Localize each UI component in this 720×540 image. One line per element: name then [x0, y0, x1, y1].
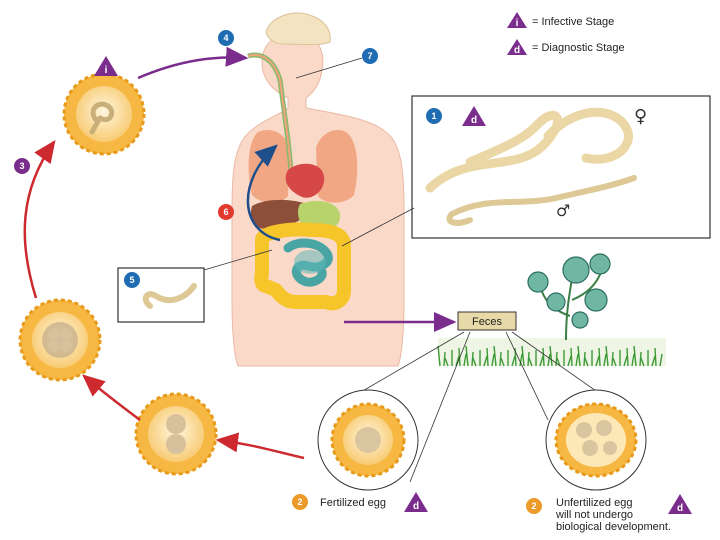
step-badge-4: 4	[218, 30, 234, 46]
svg-text:d: d	[677, 503, 683, 514]
trachea	[247, 54, 293, 181]
svg-text:1: 1	[431, 111, 436, 121]
fertilized-egg-label: Fertilized egg	[320, 497, 386, 509]
arrow-two-cell-to-morula	[82, 374, 141, 421]
step-badge-2-fertilized: 2	[292, 494, 308, 510]
egg-morula	[18, 298, 102, 382]
fertilized-egg-magnified	[317, 389, 419, 491]
svg-text:d: d	[413, 501, 419, 512]
egg-two-cell	[134, 392, 218, 476]
feces-label: Feces	[472, 316, 502, 328]
arrow-ingestion	[137, 46, 249, 80]
step-badge-2-unfertilized: 2	[526, 498, 542, 514]
step-badge-7: 7	[362, 48, 378, 64]
legend-diagnostic-label: = Diagnostic Stage	[532, 42, 625, 54]
unfertilized-label-line1: Unfertilized egg	[556, 497, 632, 509]
connector-larva	[203, 249, 273, 271]
step-1-diagnostic-icon: d	[462, 106, 486, 126]
arrow-fertilized-to-two-cell	[215, 432, 305, 460]
heart	[285, 163, 325, 198]
liver	[250, 199, 312, 229]
step-badge-3: 3	[14, 158, 30, 174]
connector-worms	[341, 207, 415, 247]
brain	[265, 12, 331, 45]
svg-text:5: 5	[129, 275, 134, 285]
egg-embryonated-larva	[62, 72, 146, 156]
male-worm	[449, 175, 637, 217]
svg-text:i: i	[105, 65, 108, 76]
female-symbol: ♀	[634, 106, 647, 127]
svg-text:i: i	[516, 18, 519, 29]
right-lung	[316, 129, 358, 203]
left-lung	[248, 129, 290, 203]
fertilized-diagnostic-icon: d	[404, 492, 428, 512]
svg-text:7: 7	[367, 51, 372, 61]
unfertilized-egg-magnified	[545, 389, 647, 491]
unfertilized-diagnostic-icon: d	[668, 494, 692, 514]
step-badge-5: 5	[124, 272, 140, 288]
unfertilized-label-line3: biological development.	[556, 521, 671, 533]
leader-line-7	[295, 57, 363, 79]
svg-text:3: 3	[19, 161, 24, 171]
svg-text:d: d	[514, 45, 520, 56]
legend: i = Infective Stage d = Diagnostic Stage	[507, 12, 625, 56]
adult-worms-panel: ♀ ♂	[411, 95, 711, 239]
unfertilized-label-line2: will not undergo	[555, 509, 633, 521]
feces-box: Feces	[457, 311, 517, 331]
svg-text:d: d	[471, 115, 477, 126]
plant	[527, 253, 611, 341]
male-symbol: ♂	[556, 201, 570, 220]
svg-text:2: 2	[531, 501, 536, 511]
svg-text:6: 6	[223, 207, 228, 217]
svg-text:4: 4	[223, 33, 228, 43]
step-3-infective-icon: i	[94, 56, 118, 76]
step-badge-6: 6	[218, 204, 234, 220]
migration-arrow	[246, 144, 281, 242]
arrow-morula-to-larva	[23, 139, 56, 299]
grass-ground	[437, 338, 666, 367]
step-badge-1: 1	[426, 108, 442, 124]
legend-infective-icon: i	[507, 12, 527, 29]
legend-diagnostic-icon: d	[507, 39, 527, 56]
svg-text:2: 2	[297, 497, 302, 507]
legend-infective-label: = Infective Stage	[532, 16, 614, 28]
human-body	[231, 12, 405, 367]
larva	[142, 283, 197, 309]
large-intestine	[254, 222, 351, 311]
